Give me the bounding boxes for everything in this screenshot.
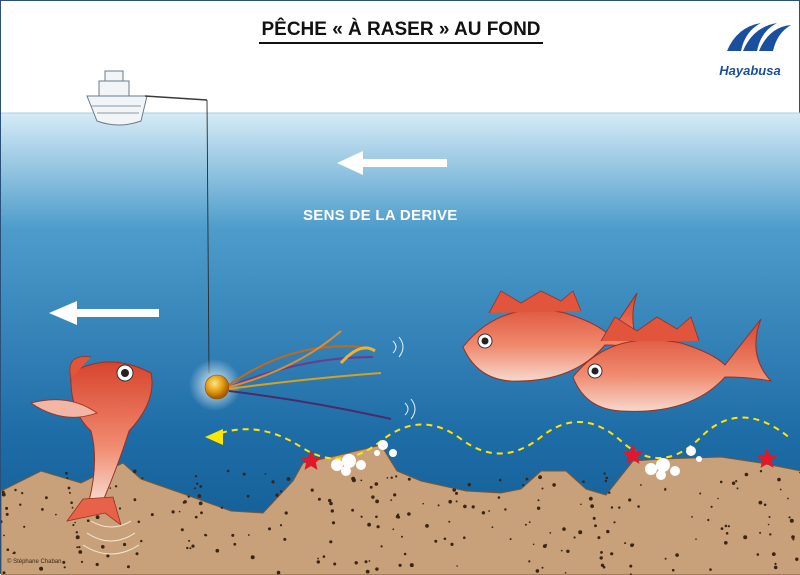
fish-icon xyxy=(30,356,153,527)
sonar-waves xyxy=(82,520,140,555)
jig-skirt xyxy=(228,330,392,420)
lure-path-arrowhead xyxy=(205,429,223,445)
fish-icon xyxy=(462,290,642,382)
arrow-left-icon xyxy=(49,301,159,325)
seabed-texture xyxy=(1,469,800,575)
fishing-rod xyxy=(144,95,208,101)
sand-puff xyxy=(331,440,397,476)
impact-markers xyxy=(300,444,778,470)
page-title: PÊCHE « À RASER » AU FOND xyxy=(1,19,800,44)
seabed xyxy=(1,444,800,575)
image-credit: © Stéphane Chaban xyxy=(7,559,62,565)
drift-direction-label: SENS DE LA DERIVE xyxy=(303,207,458,224)
sand-puff xyxy=(645,446,702,480)
arrow-left-icon xyxy=(337,151,447,175)
brand-name: Hayabusa xyxy=(719,63,781,78)
fish-icon xyxy=(572,316,773,412)
lure-path xyxy=(220,416,792,460)
vibration-marks xyxy=(392,336,416,420)
star-icon xyxy=(300,450,322,470)
star-icon xyxy=(756,448,778,468)
star-icon xyxy=(622,444,644,464)
jig-icon xyxy=(204,374,230,400)
boat-icon xyxy=(86,70,148,126)
hayabusa-logo-icon xyxy=(727,23,791,51)
fishing-line xyxy=(206,99,210,374)
